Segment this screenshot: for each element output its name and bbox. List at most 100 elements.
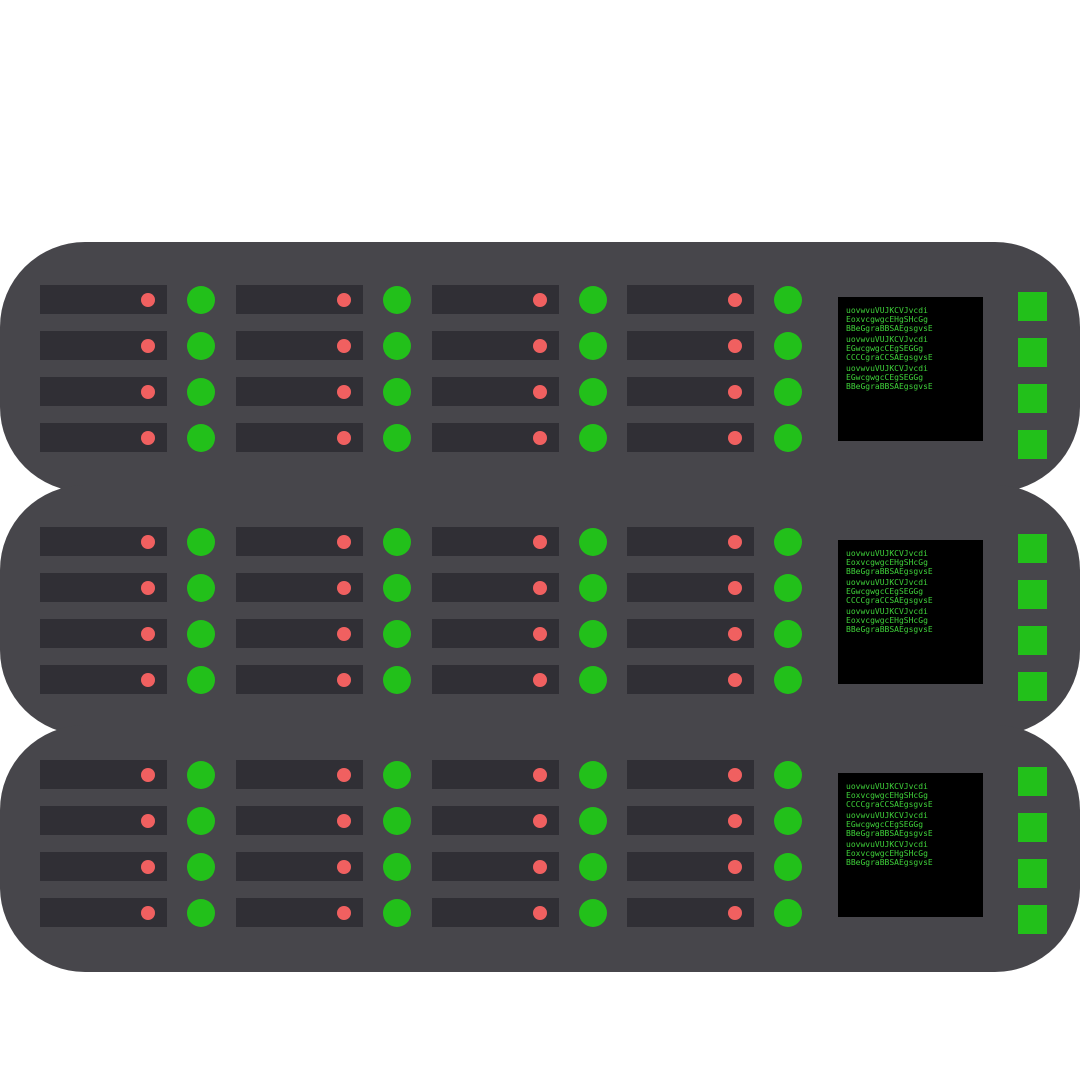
fault-led-icon (141, 339, 155, 353)
status-led-icon (383, 620, 411, 648)
fault-led-icon (337, 768, 351, 782)
fault-led-icon (337, 339, 351, 353)
screen-line: uovwvuVUJKCVJvcdi (846, 335, 928, 344)
status-led-icon (774, 761, 802, 789)
fault-led-icon (728, 535, 742, 549)
fault-led-icon (728, 673, 742, 687)
fault-led-icon (533, 673, 547, 687)
screen-line: EoxvcgwgcEHgSHcGg (846, 315, 928, 324)
network-port-icon (1018, 338, 1047, 367)
fault-led-icon (141, 293, 155, 307)
screen-line: uovwvuVUJKCVJvcdi (846, 811, 928, 820)
status-led-icon (383, 424, 411, 452)
fault-led-icon (337, 860, 351, 874)
fault-led-icon (533, 431, 547, 445)
fault-led-icon (141, 385, 155, 399)
status-led-icon (383, 574, 411, 602)
status-led-icon (383, 807, 411, 835)
status-led-icon (579, 853, 607, 881)
screen-line: CCCCgraCCSAEgsgvsE (846, 596, 933, 605)
status-led-icon (383, 286, 411, 314)
fault-led-icon (533, 581, 547, 595)
status-led-icon (774, 807, 802, 835)
screen-line: uovwvuVUJKCVJvcdi (846, 840, 928, 849)
fault-led-icon (337, 385, 351, 399)
status-led-icon (579, 332, 607, 360)
screen-line: EGwcgwgcCEgSEGGg (846, 820, 923, 829)
fault-led-icon (728, 860, 742, 874)
fault-led-icon (533, 860, 547, 874)
status-screen (838, 773, 983, 917)
network-port-icon (1018, 292, 1047, 321)
status-led-icon (383, 332, 411, 360)
drive-grid (40, 527, 802, 694)
fault-led-icon (533, 385, 547, 399)
fault-led-icon (141, 431, 155, 445)
fault-led-icon (141, 581, 155, 595)
fault-led-icon (141, 627, 155, 641)
network-port-icon (1018, 430, 1047, 459)
status-led-icon (774, 424, 802, 452)
fault-led-icon (337, 627, 351, 641)
fault-led-icon (141, 906, 155, 920)
status-led-icon (579, 761, 607, 789)
fault-led-icon (533, 814, 547, 828)
status-led-icon (579, 424, 607, 452)
network-port-icon (1018, 767, 1047, 796)
fault-led-icon (728, 906, 742, 920)
screen-line: EGwcgwgcCEgSEGGg (846, 344, 923, 353)
status-led-icon (774, 853, 802, 881)
network-port-icon (1018, 859, 1047, 888)
server-unit-3: uovwvuVUJKCVJvcdi EoxvcgwgcEHgSHcGg CCCC… (0, 725, 1080, 972)
screen-line: EoxvcgwgcEHgSHcGg (846, 849, 928, 858)
status-led-icon (187, 528, 215, 556)
status-led-icon (187, 666, 215, 694)
status-led-icon (774, 899, 802, 927)
status-led-icon (579, 620, 607, 648)
status-led-icon (774, 528, 802, 556)
fault-led-icon (141, 860, 155, 874)
fault-led-icon (337, 535, 351, 549)
status-led-icon (187, 853, 215, 881)
status-screen (838, 297, 983, 441)
fault-led-icon (533, 627, 547, 641)
fault-led-icon (337, 814, 351, 828)
status-led-icon (579, 378, 607, 406)
status-led-icon (187, 424, 215, 452)
status-led-icon (383, 761, 411, 789)
fault-led-icon (728, 627, 742, 641)
status-led-icon (383, 666, 411, 694)
fault-led-icon (141, 673, 155, 687)
screen-line: BBeGgraBBSAEgsgvsE (846, 567, 933, 576)
port-column (1018, 767, 1047, 934)
status-led-icon (187, 620, 215, 648)
status-led-icon (579, 574, 607, 602)
status-led-icon (579, 286, 607, 314)
screen-line: CCCCgraCCSAEgsgvsE (846, 800, 933, 809)
fault-led-icon (533, 339, 547, 353)
fault-led-icon (337, 293, 351, 307)
status-led-icon (579, 666, 607, 694)
screen-line: uovwvuVUJKCVJvcdi (846, 782, 928, 791)
fault-led-icon (533, 768, 547, 782)
status-led-icon (187, 332, 215, 360)
status-led-icon (187, 899, 215, 927)
screen-line: uovwvuVUJKCVJvcdi (846, 578, 928, 587)
status-led-icon (383, 899, 411, 927)
drive-grid (40, 285, 802, 452)
screen-line: EoxvcgwgcEHgSHcGg (846, 616, 928, 625)
status-screen (838, 540, 983, 684)
fault-led-icon (533, 535, 547, 549)
status-led-icon (187, 807, 215, 835)
network-port-icon (1018, 626, 1047, 655)
fault-led-icon (728, 768, 742, 782)
status-led-icon (774, 378, 802, 406)
screen-line: BBeGgraBBSAEgsgvsE (846, 625, 933, 634)
fault-led-icon (141, 814, 155, 828)
fault-led-icon (533, 293, 547, 307)
fault-led-icon (141, 535, 155, 549)
network-port-icon (1018, 384, 1047, 413)
screen-line: uovwvuVUJKCVJvcdi (846, 364, 928, 373)
network-port-icon (1018, 580, 1047, 609)
